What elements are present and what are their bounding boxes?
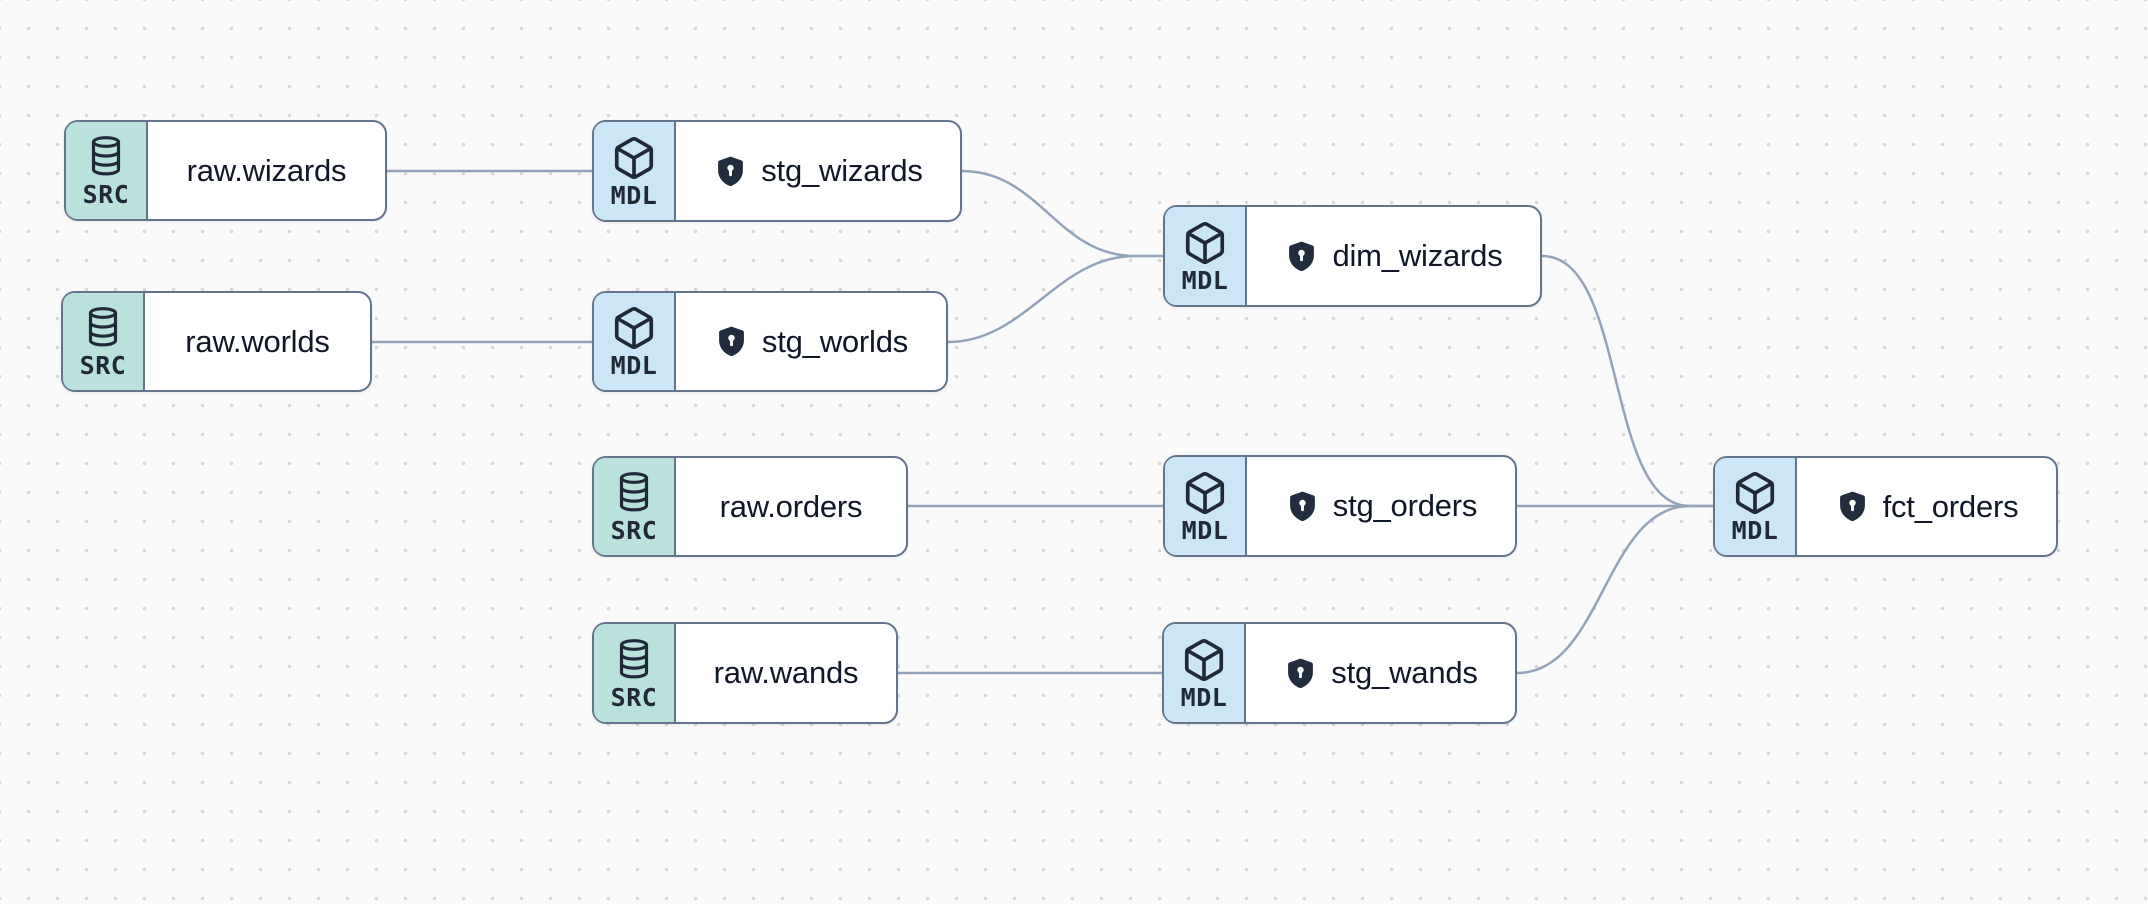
node-body: raw.orders <box>676 458 906 555</box>
edge-stg-wizards-to-dim-wizards <box>960 169 1167 258</box>
node-type-badge: SRC <box>66 122 148 219</box>
edge-stg-wands-to-fct-orders <box>1515 504 1692 675</box>
node-type-label: MDL <box>1180 682 1228 712</box>
node-label: raw.orders <box>719 488 863 524</box>
node-body: raw.wands <box>676 624 896 722</box>
shield-icon <box>1285 488 1320 525</box>
cube-icon <box>1182 220 1228 266</box>
database-icon <box>614 470 654 516</box>
node-type-badge: MDL <box>1164 624 1246 722</box>
node-type-label: MDL <box>610 180 658 210</box>
node-type-label: SRC <box>82 180 130 209</box>
node-type-label: MDL <box>610 351 658 380</box>
node-body: fct_orders <box>1797 458 2056 555</box>
edge-dim-wizards-to-fct-orders <box>1540 254 1716 508</box>
cube-icon <box>1182 470 1228 516</box>
shield-icon <box>1283 655 1318 692</box>
node-type-label: SRC <box>610 516 658 545</box>
node-label: stg_orders <box>1332 488 1478 523</box>
database-icon <box>614 637 654 683</box>
edge-stg-worlds-to-dim-wizards <box>946 254 1137 344</box>
node-label: fct_orders <box>1882 488 2019 524</box>
node-type-badge: MDL <box>1715 458 1797 555</box>
shield-icon <box>714 323 749 360</box>
lineage-node-raw-orders[interactable]: SRC raw.orders <box>592 456 908 557</box>
node-body: stg_orders <box>1247 457 1515 555</box>
shield-icon <box>713 153 748 190</box>
database-icon <box>86 134 126 180</box>
node-label: raw.wizards <box>186 152 347 188</box>
node-label: raw.wands <box>713 655 859 690</box>
shield-icon <box>1284 238 1319 275</box>
shield-icon <box>1835 488 1870 525</box>
node-label: raw.worlds <box>185 323 330 359</box>
node-type-label: SRC <box>79 351 127 380</box>
node-type-badge: MDL <box>594 293 676 390</box>
node-type-badge: MDL <box>1165 207 1247 305</box>
cube-icon <box>1181 637 1227 683</box>
cube-icon <box>1732 470 1778 516</box>
lineage-node-dim-wizards[interactable]: MDL dim_wizards <box>1163 205 1542 307</box>
lineage-node-stg-worlds[interactable]: MDL stg_worlds <box>592 291 948 392</box>
cube-icon <box>611 135 657 181</box>
node-body: stg_worlds <box>676 293 946 390</box>
node-body: raw.worlds <box>145 293 370 390</box>
node-type-badge: MDL <box>594 122 676 220</box>
cube-icon <box>611 305 657 351</box>
node-body: raw.wizards <box>148 122 385 219</box>
node-type-badge: SRC <box>594 458 676 555</box>
node-body: stg_wands <box>1246 624 1515 722</box>
node-label: dim_wizards <box>1332 238 1503 273</box>
lineage-node-stg-wands[interactable]: MDL stg_wands <box>1162 622 1517 724</box>
node-type-label: SRC <box>610 682 658 712</box>
lineage-node-raw-wizards[interactable]: SRC raw.wizards <box>64 120 387 221</box>
node-label: stg_wizards <box>761 153 923 188</box>
node-type-label: MDL <box>1181 265 1229 295</box>
lineage-node-raw-wands[interactable]: SRC raw.wands <box>592 622 898 724</box>
node-type-label: MDL <box>1731 516 1779 545</box>
lineage-node-stg-orders[interactable]: MDL stg_orders <box>1163 455 1517 557</box>
database-icon <box>83 305 123 351</box>
node-body: dim_wizards <box>1247 207 1540 305</box>
lineage-node-fct-orders[interactable]: MDL fct_orders <box>1713 456 2058 557</box>
lineage-node-raw-worlds[interactable]: SRC raw.worlds <box>61 291 372 392</box>
lineage-node-stg-wizards[interactable]: MDL stg_wizards <box>592 120 962 222</box>
node-type-badge: MDL <box>1165 457 1247 555</box>
node-type-badge: SRC <box>63 293 145 390</box>
node-label: stg_worlds <box>761 323 909 359</box>
node-label: stg_wands <box>1331 655 1478 690</box>
node-type-label: MDL <box>1181 515 1229 545</box>
node-body: stg_wizards <box>676 122 960 220</box>
node-type-badge: SRC <box>594 624 676 722</box>
